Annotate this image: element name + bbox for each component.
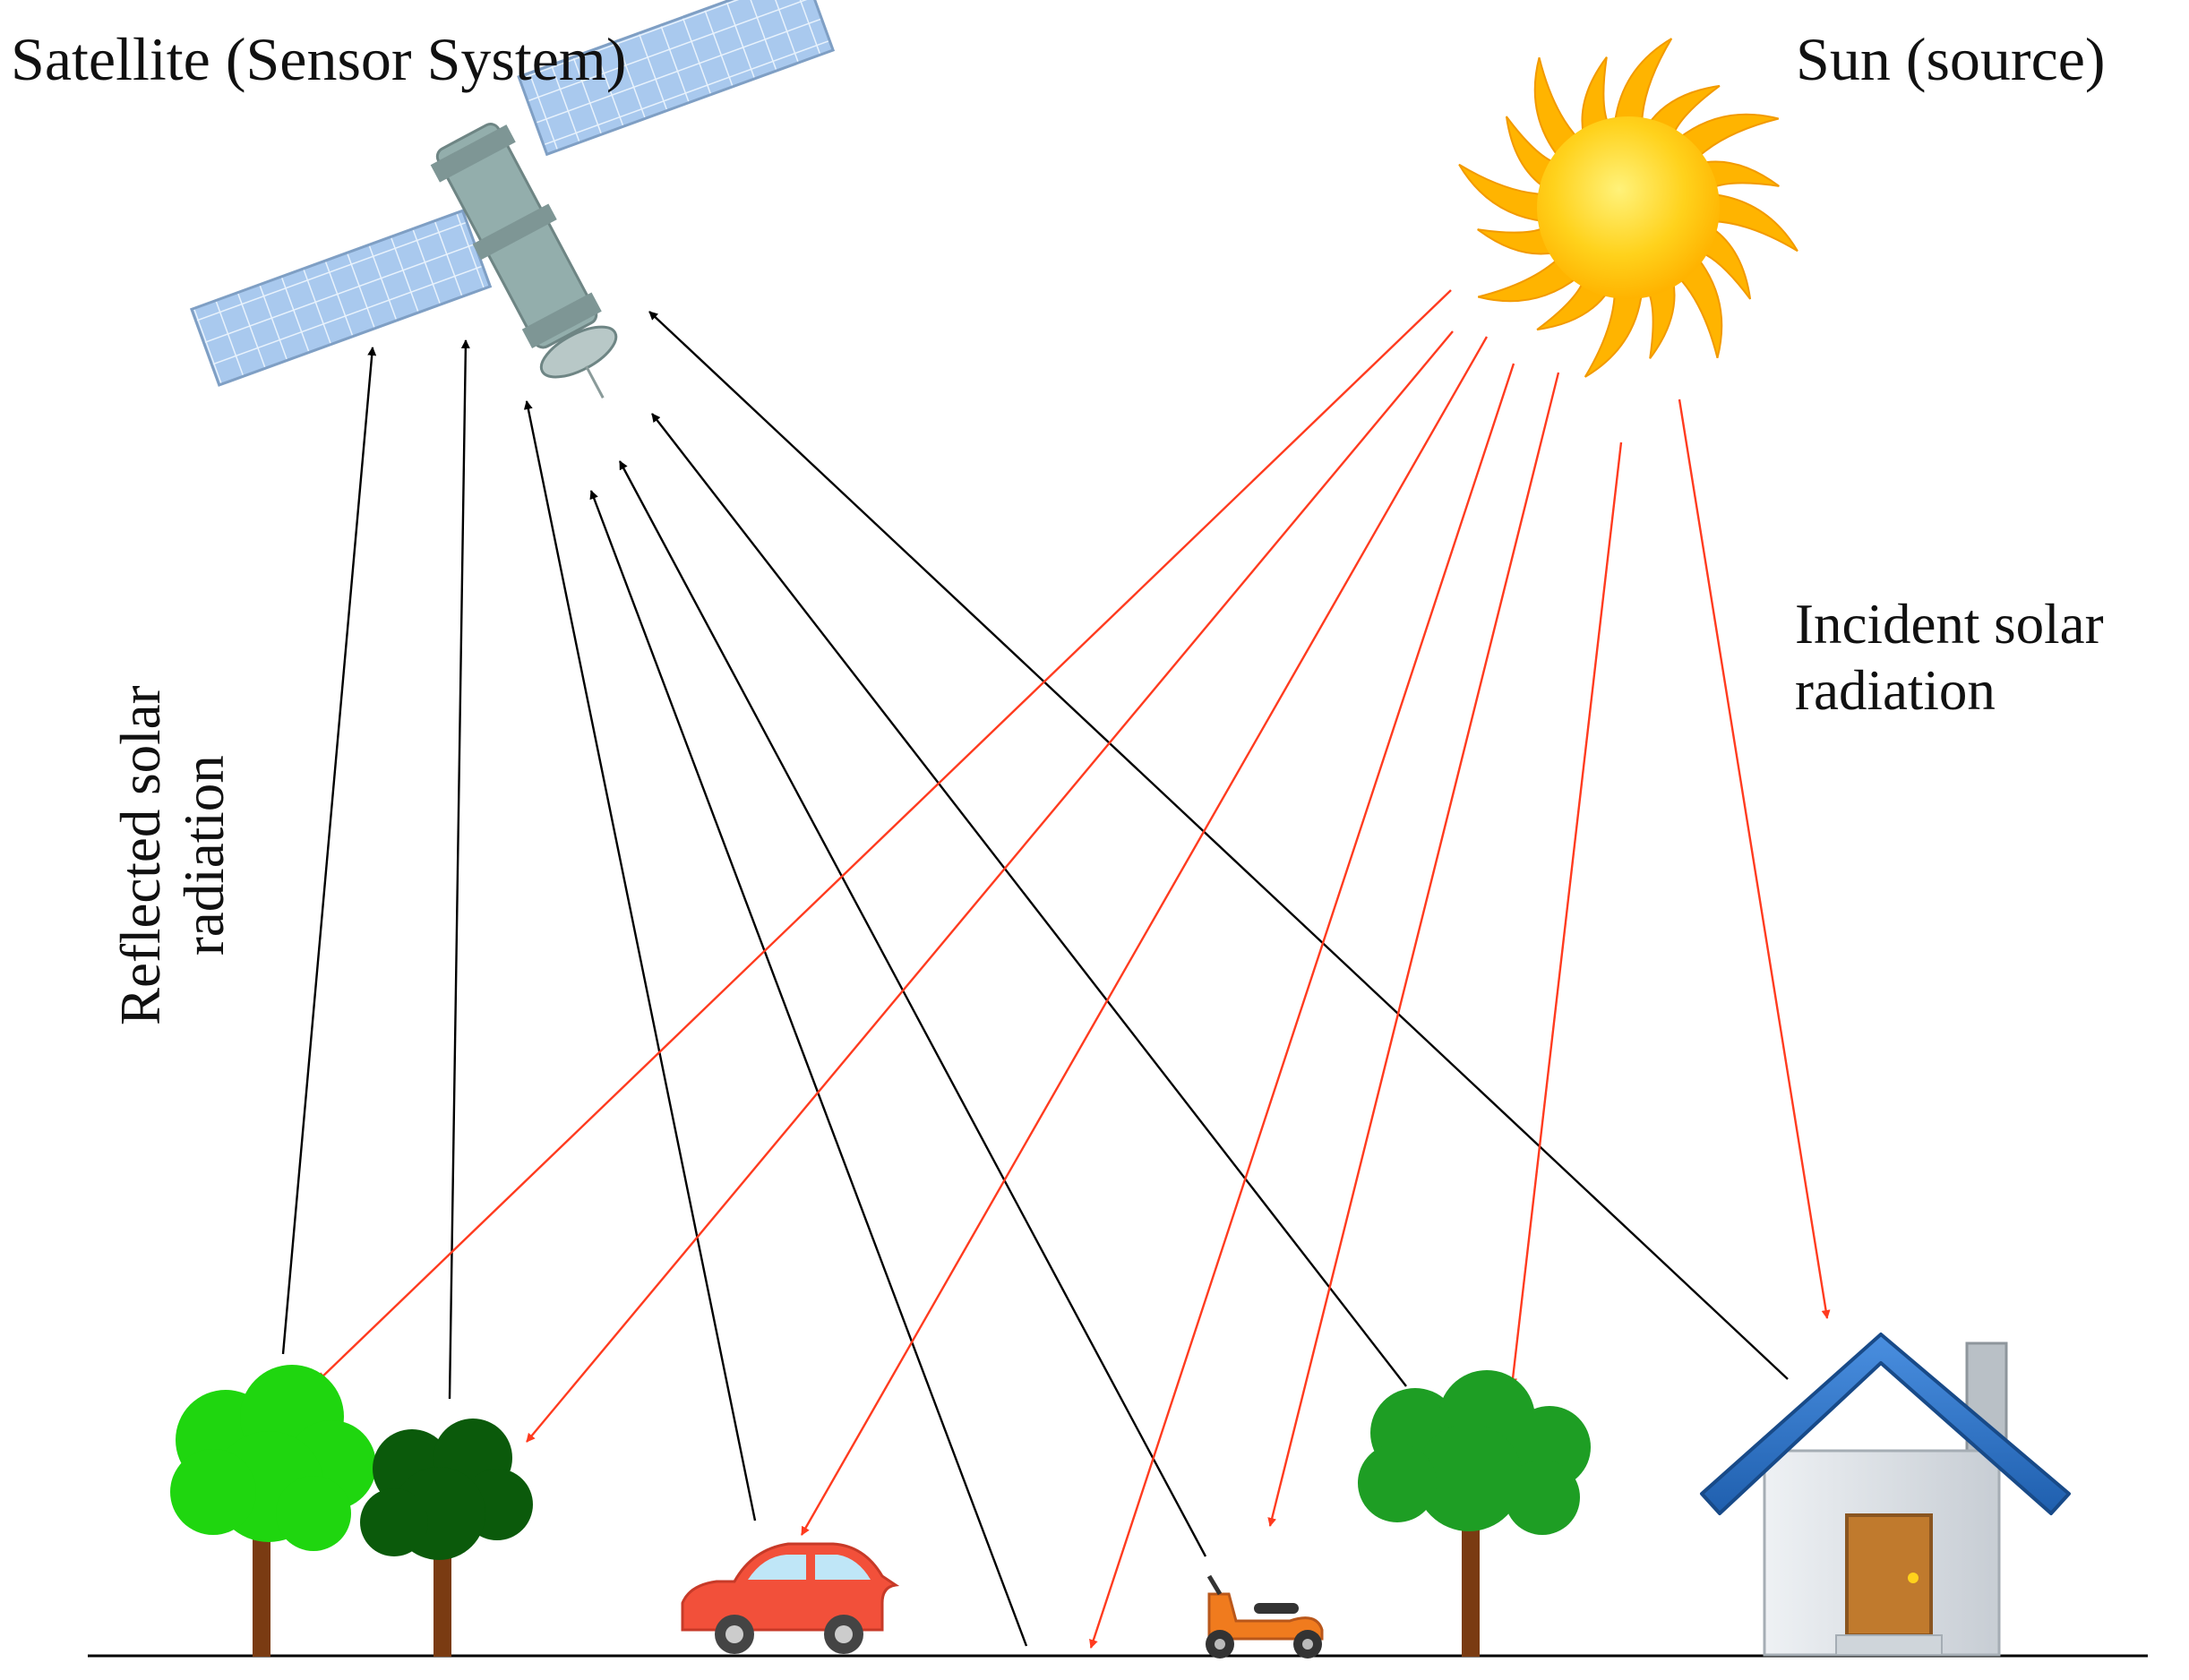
incident-label-line-2: radiation (1795, 659, 1996, 723)
incident-arrow-1 (317, 289, 1452, 1382)
reflected-arrow-2 (448, 339, 470, 1400)
house-icon (1700, 1333, 2071, 1657)
sun-ray (1581, 56, 1610, 137)
sun-ray (1458, 163, 1546, 223)
sun-ray (1646, 279, 1676, 359)
incident-arrow-3 (800, 336, 1489, 1536)
tree-icon-3 (1358, 1370, 1591, 1657)
reflected-label-line-2: radiation (172, 755, 236, 956)
sun-ray (1699, 226, 1752, 300)
incident-arrow-5 (1267, 372, 1560, 1527)
sun-ray (1477, 226, 1558, 255)
scooter-icon (1206, 1574, 1324, 1659)
incident-arrow-6 (1508, 441, 1623, 1387)
sun-ray (1505, 116, 1558, 190)
reflected-arrow-1 (281, 347, 377, 1355)
sun-ray (1699, 160, 1780, 190)
reflected-label-line-1: Reflected solar (109, 685, 172, 1025)
reflected-arrow-5 (618, 460, 1207, 1557)
sun-core (1537, 116, 1720, 299)
sun-ray (1584, 290, 1644, 378)
sun-ray (1536, 279, 1610, 331)
reflected-arrow-7 (648, 311, 1789, 1380)
incident-label-line-1: Incident solar (1795, 593, 2104, 656)
reflected-arrow-4 (589, 490, 1028, 1647)
incident-arrows (317, 289, 1831, 1649)
incident-arrow-4 (1089, 363, 1515, 1649)
incident-arrow-7 (1678, 399, 1831, 1319)
tree-icon-2 (360, 1419, 533, 1657)
sun-ray (1711, 193, 1798, 253)
sun-icon (1458, 38, 1798, 378)
incident-radiation-label: Incident solar radiation (1795, 591, 2104, 724)
reflected-arrows (281, 311, 1789, 1647)
tree-icon-1 (170, 1365, 376, 1657)
reflected-arrow-6 (651, 413, 1407, 1387)
sun-ray (1613, 38, 1673, 125)
incident-arrow-2 (526, 330, 1454, 1443)
satellite-icon (190, 0, 836, 399)
sun-ray (1478, 256, 1580, 303)
reflected-radiation-label: Reflected solar radiation (109, 685, 236, 1025)
sun-title: Sun (source) (1796, 25, 2106, 93)
sun-ray (1646, 84, 1721, 137)
car-icon (681, 1542, 900, 1654)
sun-ray (1533, 57, 1580, 159)
sun-ray (1677, 113, 1779, 159)
sun-ray (1677, 256, 1723, 358)
satellite-title: Satellite (Sensor System) (11, 25, 627, 93)
reflected-arrow-3 (523, 400, 757, 1521)
